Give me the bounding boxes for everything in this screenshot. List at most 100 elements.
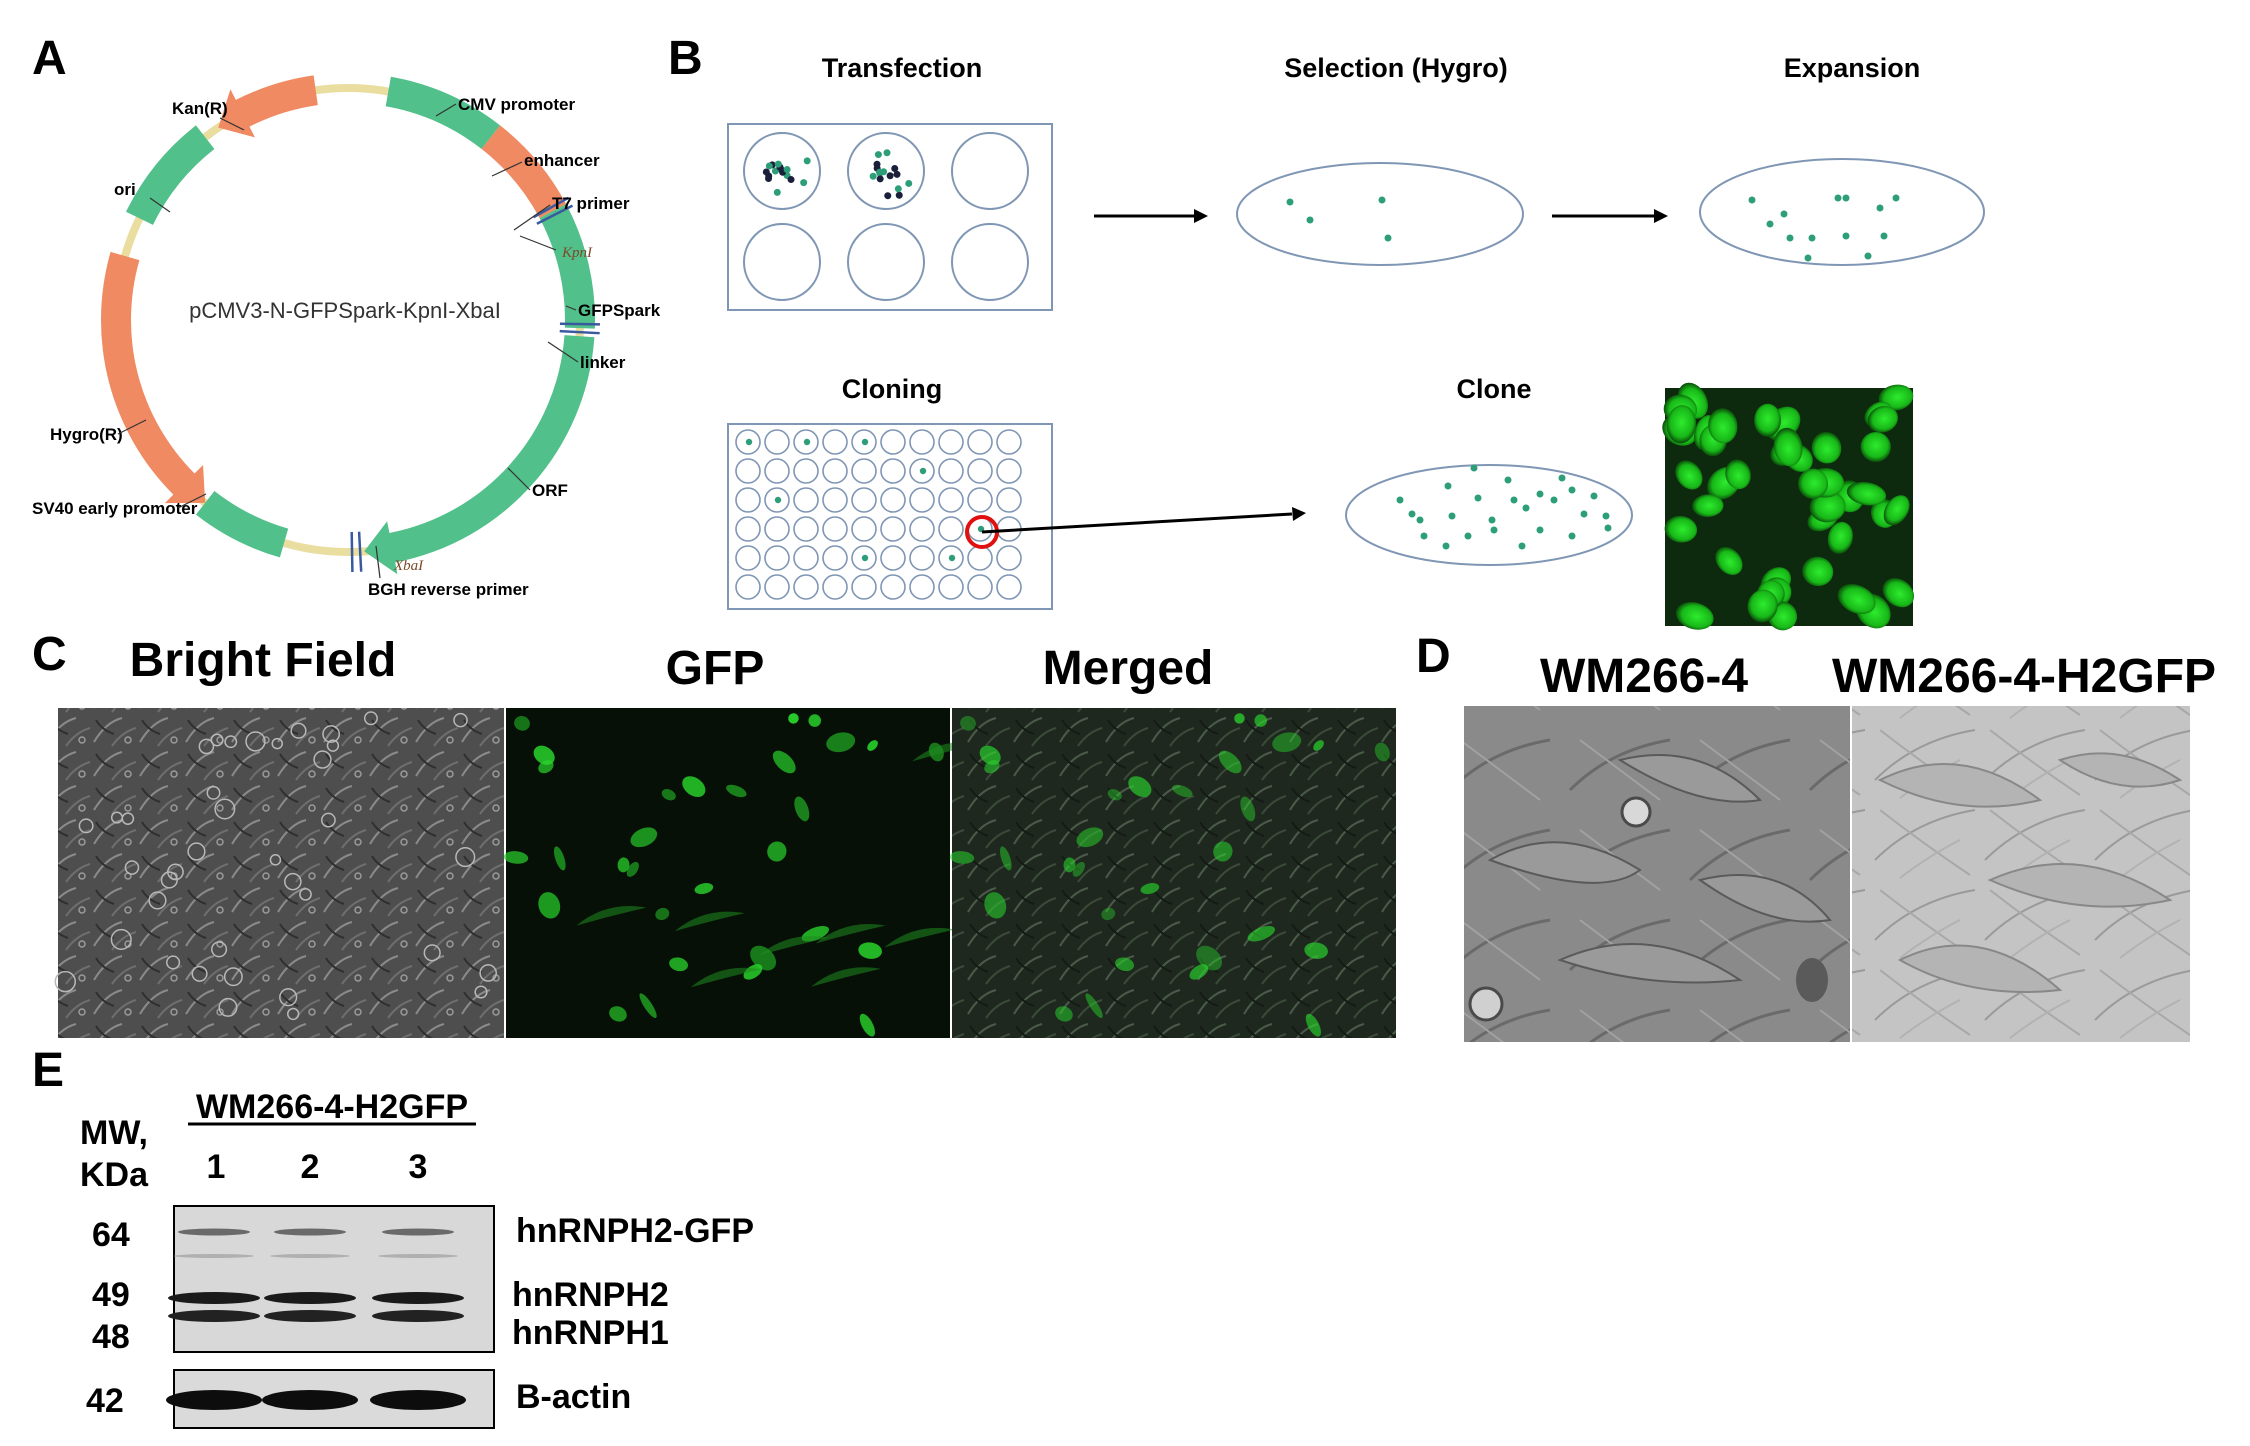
- cell-dot: [1522, 504, 1530, 512]
- band-faint: [270, 1254, 350, 1258]
- image-bright-field: [54, 708, 504, 1038]
- cell-dot: [1780, 210, 1788, 218]
- rounded-cell: [198, 738, 215, 755]
- rounded-cell: [206, 785, 221, 800]
- micro-well: [822, 545, 848, 571]
- transfected-cell-dot: [765, 174, 773, 182]
- cell-dot: [1474, 494, 1482, 502]
- panel-label-c: C: [32, 628, 67, 681]
- micro-well: [938, 487, 964, 513]
- adherent-cell: [1897, 944, 2063, 993]
- rounded-cell: [210, 733, 224, 747]
- merged-gfp-cell: [1189, 964, 1209, 980]
- rounded-cell: [78, 818, 94, 834]
- gfp-cell: [538, 892, 561, 919]
- gfp-cell: [630, 827, 658, 848]
- gfp-nucleus: [1675, 602, 1714, 630]
- gfp-nucleus: [1664, 516, 1698, 543]
- linker-site-mark: [559, 329, 600, 335]
- micro-well: [996, 429, 1022, 455]
- feature-linker: linker: [580, 353, 626, 372]
- gfp-cell: [503, 851, 529, 864]
- micro-well: [909, 545, 935, 571]
- cell-dot: [1876, 204, 1884, 212]
- adherent-cell: [1877, 763, 2043, 808]
- micro-well: [880, 458, 906, 484]
- gfp-nucleus: [1837, 584, 1876, 615]
- panel-label-d: D: [1416, 630, 1451, 683]
- band-b-actin: [166, 1390, 262, 1410]
- micro-well: [996, 545, 1022, 571]
- title-wm266-4-h2gfp: WM266-4-H2GFP: [1832, 650, 2216, 703]
- mw-label-line2: KDa: [80, 1156, 149, 1194]
- well: [951, 132, 1029, 210]
- feature-enhancer: enhancer: [524, 151, 600, 170]
- rounded-cell: [284, 872, 302, 891]
- transfected-cell-dot: [883, 149, 891, 157]
- gfp-cell: [826, 732, 856, 753]
- merged-gfp-cell: [1374, 742, 1390, 762]
- micro-well: [909, 429, 935, 455]
- transfected-cell-dot: [773, 188, 781, 196]
- adherent-cell: [1557, 943, 1743, 984]
- micro-well: [822, 516, 848, 542]
- band-hnrnph1: [168, 1310, 260, 1322]
- gfp-nucleus: [1867, 405, 1898, 433]
- transfection-plate: [727, 123, 1053, 311]
- micro-well: [938, 574, 964, 600]
- micro-well: [938, 516, 964, 542]
- micro-well: [909, 516, 935, 542]
- rounded-cell: [271, 737, 283, 750]
- transfected-cell-dot: [876, 175, 884, 183]
- cell-dot: [1804, 254, 1812, 262]
- band-faint: [378, 1254, 458, 1258]
- micro-well: [909, 487, 935, 513]
- image-wm266-4-h2gfp: [1852, 706, 2190, 1042]
- stage-clone: Clone: [1456, 374, 1531, 404]
- rounded-cell: [166, 955, 181, 970]
- transfected-cell-dot: [905, 179, 913, 187]
- cell-dot: [1590, 492, 1598, 500]
- sv40-promoter-segment: [195, 490, 289, 558]
- band-b-actin: [370, 1390, 466, 1410]
- feature-kan: Kan(R): [172, 99, 228, 118]
- adherent-cell: [1617, 754, 1763, 803]
- transfected-cell-dot: [895, 191, 903, 199]
- merged-gfp-cell: [1247, 926, 1275, 942]
- merged-gfp-cell: [1218, 750, 1242, 774]
- merged-gfp-cell: [1234, 713, 1245, 724]
- stage-expansion: Expansion: [1784, 53, 1921, 83]
- merged-gfp-cell: [1128, 776, 1152, 798]
- feature-kpni: KpnI: [561, 245, 593, 261]
- transfected-cell-dot: [869, 172, 877, 180]
- blot-b-actin: [166, 1369, 495, 1429]
- micro-well: [764, 429, 790, 455]
- band-label-hnrnph2-gfp: hnRNPH2-GFP: [516, 1212, 754, 1250]
- well: [743, 223, 821, 301]
- transfected-cell-dot: [771, 167, 779, 175]
- micro-well: [793, 545, 819, 571]
- clone-dot: [861, 554, 869, 562]
- merged-gfp-cell: [1313, 740, 1324, 751]
- rounded-cell: [479, 964, 498, 982]
- gfp-cell-body: [690, 967, 761, 988]
- band-hnrnph2: [264, 1292, 356, 1304]
- linker-site-mark: [559, 322, 600, 326]
- band-b-actin: [262, 1390, 358, 1410]
- micro-well: [996, 574, 1022, 600]
- transfected-cell-dot: [884, 192, 892, 200]
- feature-xbai: XbaI: [393, 558, 424, 574]
- micro-well: [793, 574, 819, 600]
- marker-48: 48: [92, 1318, 130, 1356]
- rounded-cell: [286, 1007, 300, 1021]
- title-bright-field: Bright Field: [130, 634, 397, 687]
- micro-well: [793, 516, 819, 542]
- micro-well: [735, 458, 761, 484]
- cell-dot: [1510, 496, 1518, 504]
- micro-well: [735, 545, 761, 571]
- micro-well: [851, 458, 877, 484]
- cell-dot: [1536, 526, 1544, 534]
- blot-hnrnph: [168, 1205, 495, 1353]
- gfp-cell-body: [811, 967, 882, 987]
- cell-dot: [1558, 474, 1566, 482]
